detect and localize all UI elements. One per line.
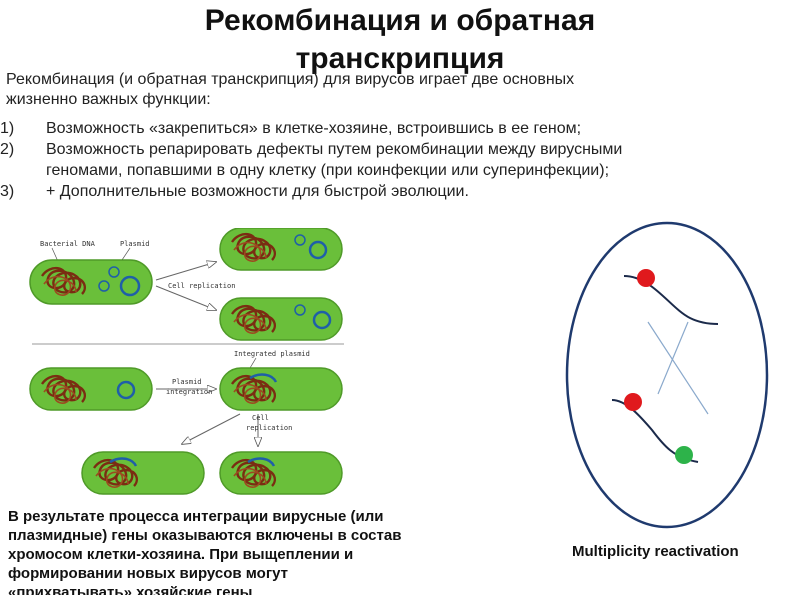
damage-marker-red [637, 269, 655, 287]
bacterium-parent-bottom [30, 368, 152, 410]
list-item-text: Возможность репарировать дефекты путем р… [46, 139, 790, 160]
intro-line-2: жизненно важных функции: [6, 90, 796, 110]
label-plasmid: Plasmid [120, 240, 150, 248]
label-replication: replication [246, 424, 292, 432]
list-item-text: + Дополнительные возможности для быстрой… [46, 181, 790, 202]
bacterium-integrated [220, 368, 342, 410]
repair-marker-green [675, 446, 693, 464]
label-integrated-plasmid: Integrated plasmid [234, 350, 310, 358]
list-number: 3) [0, 181, 14, 202]
bacterium-daughter-2 [220, 298, 342, 340]
list-item: 2) Возможность репарировать дефекты путе… [0, 139, 790, 181]
list-number: 2) [0, 139, 14, 160]
list-item: 3) + Дополнительные возможности для быст… [0, 181, 790, 202]
list-item-text: Возможность «закрепиться» в клетке-хозяи… [46, 118, 790, 139]
bacterium-daughter-1 [220, 228, 342, 270]
note-line: «прихватывать» хозяйские гены [8, 583, 478, 595]
label-plasmid-integration: Plasmid [172, 378, 202, 386]
list-item-text-cont: геномами, попавшими в одну клетку (при к… [46, 160, 790, 181]
bacterium-daughter-4 [220, 452, 342, 494]
reactivation-diagram [560, 218, 780, 538]
bacterium-daughter-3 [82, 452, 204, 494]
damage-marker-red [624, 393, 642, 411]
note-line: В результате процесса интеграции вирусны… [8, 507, 478, 526]
functions-list: 1) Возможность «закрепиться» в клетке-хо… [0, 118, 790, 202]
intro-text: Рекомбинация (и обратная транскрипция) д… [6, 70, 796, 110]
genome-strand-1 [624, 276, 718, 324]
reactivation-caption: Multiplicity reactivation [572, 543, 739, 560]
list-item: 1) Возможность «закрепиться» в клетке-хо… [0, 118, 790, 139]
arrow-replication [156, 262, 216, 280]
label-cell-replication: Cell replication [168, 282, 235, 290]
exchange-line [658, 322, 688, 394]
cell-outline [567, 223, 767, 527]
label-plasmid-integration-2: integration [166, 388, 212, 396]
note-line: формировании новых вирусов могут [8, 564, 478, 583]
title-line-1: Рекомбинация и обратная [0, 2, 800, 40]
exchange-line [648, 322, 708, 414]
arrow-replication-2 [182, 414, 240, 444]
label-cell: Cell [252, 414, 269, 422]
note-line: плазмидные) гены оказываются включены в … [8, 526, 478, 545]
label-bacterial-dna: Bacterial DNA [40, 240, 96, 248]
note-line: хромосом клетки-хозяина. При выщеплении … [8, 545, 478, 564]
page-title: Рекомбинация и обратная транскрипция [0, 2, 800, 78]
list-number: 1) [0, 118, 14, 139]
integration-note: В результате процесса интеграции вирусны… [8, 507, 478, 595]
plasmid-diagram: Bacterial DNA Plasmid Cell replication I… [0, 228, 360, 500]
intro-line-1: Рекомбинация (и обратная транскрипция) д… [6, 70, 796, 90]
bacterium-parent-top [30, 260, 152, 304]
